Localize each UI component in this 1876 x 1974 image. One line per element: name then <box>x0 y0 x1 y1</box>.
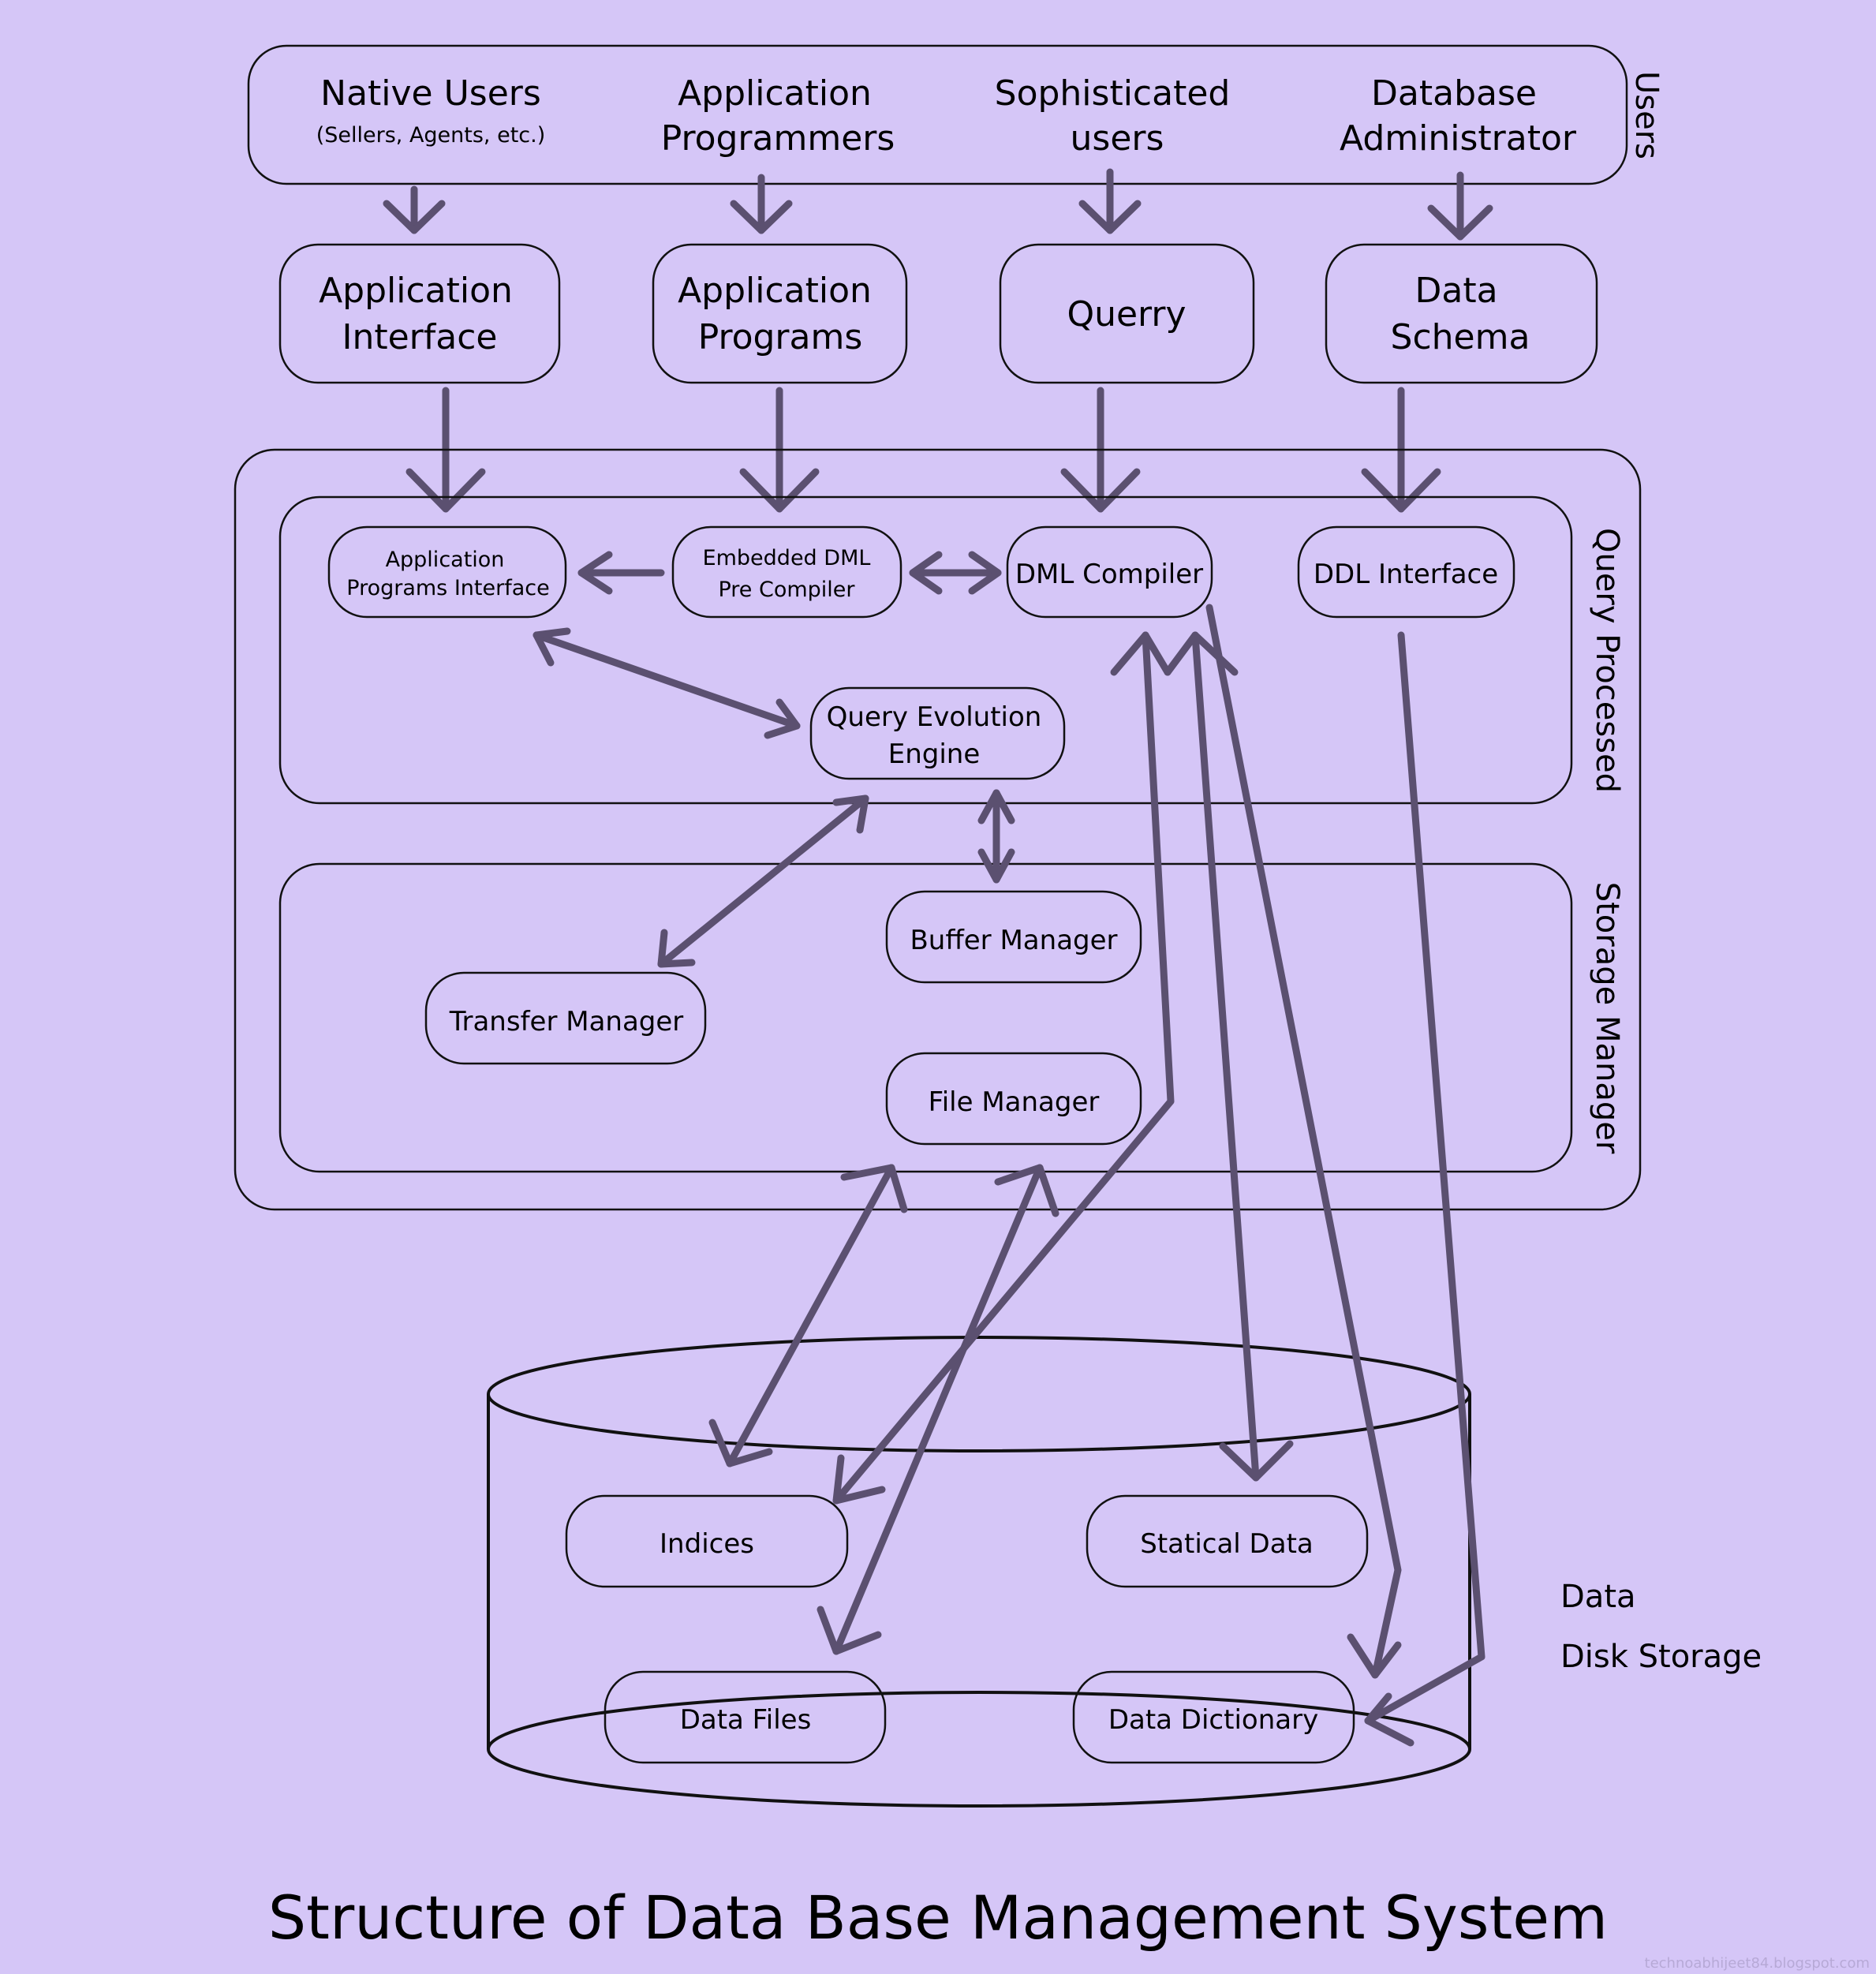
query-engine-box <box>809 686 1066 780</box>
arrows-users-to-interfaces <box>383 168 1493 241</box>
query-engine-line2: Engine <box>888 738 981 770</box>
user-dba-line2: Administrator <box>1340 118 1577 159</box>
ddl-interface-label: DDL Interface <box>1314 559 1498 590</box>
application-programs-box <box>652 243 908 384</box>
query-processor-box <box>278 495 1573 805</box>
transfer-manager-box <box>424 971 707 1065</box>
querry-box <box>999 243 1255 384</box>
disk-storage-cylinder <box>487 1336 1471 1808</box>
file-manager-box <box>885 1052 1142 1146</box>
arrows-to-disk <box>708 604 1485 1747</box>
data-dictionary-label: Data Dictionary <box>1108 1704 1318 1736</box>
file-manager-label: File Manager <box>929 1086 1100 1118</box>
data-files-box <box>604 1670 887 1764</box>
application-programs-line2: Programs <box>698 317 863 357</box>
users-group-label: Users <box>1628 71 1665 159</box>
storage-manager-label: Storage Manager <box>1589 882 1625 1154</box>
embedded-dml-line1: Embedded DML <box>703 546 871 570</box>
user-native-users: Native Users <box>320 73 541 114</box>
embedded-dml-line2: Pre Compiler <box>718 578 855 602</box>
buffer-manager-box <box>885 890 1142 984</box>
app-programs-interface-line1: Application <box>386 548 505 572</box>
data-files-label: Data Files <box>680 1704 812 1736</box>
query-engine-line1: Query Evolution <box>827 701 1042 733</box>
user-sophisticated-line2: users <box>1071 118 1164 159</box>
buffer-manager-label: Buffer Manager <box>910 925 1117 956</box>
data-schema-line1: Data <box>1414 271 1497 311</box>
storage-manager-box <box>278 862 1573 1173</box>
user-dba-line1: Database <box>1371 73 1537 114</box>
query-processor-label: Query Processed <box>1589 528 1625 793</box>
dbms-outer-box <box>234 448 1642 1211</box>
app-programs-interface-line2: Programs Interface <box>346 576 549 600</box>
data-dictionary-box <box>1072 1670 1355 1764</box>
arrows-query-processor <box>533 551 1002 739</box>
data-schema-line2: Schema <box>1391 317 1530 357</box>
application-interface-box <box>278 243 561 384</box>
application-interface-line1: Application <box>319 271 513 311</box>
data-schema-box <box>1325 243 1598 384</box>
application-programs-line1: Application <box>678 271 872 311</box>
embedded-dml-box <box>671 525 902 619</box>
indices-label: Indices <box>660 1528 754 1560</box>
user-native-users-subtitle: (Sellers, Agents, etc.) <box>316 123 546 148</box>
user-sophisticated-line1: Sophisticated <box>995 73 1231 114</box>
disk-storage-label-line2: Disk Storage <box>1560 1639 1762 1675</box>
dml-compiler-box <box>1006 525 1213 619</box>
ddl-interface-box <box>1297 525 1515 619</box>
users-group-box <box>247 44 1628 185</box>
statical-data-label: Statical Data <box>1140 1528 1314 1560</box>
dml-compiler-label: DML Compiler <box>1015 559 1203 590</box>
credit-text: technoabhijeet84.blogspot.com <box>1645 1955 1870 1972</box>
application-interface-line2: Interface <box>342 317 498 357</box>
diagram-title: Structure of Data Base Management System <box>268 1882 1608 1953</box>
transfer-manager-label: Transfer Manager <box>449 1006 684 1037</box>
user-app-programmers-line1: Application <box>678 73 872 114</box>
disk-storage-label-line1: Data <box>1560 1579 1636 1615</box>
indices-box <box>565 1494 849 1588</box>
statical-data-box <box>1086 1494 1369 1588</box>
app-programs-interface-box <box>327 525 567 619</box>
querry-label: Querry <box>1067 294 1186 335</box>
user-app-programmers-line2: Programmers <box>661 118 895 159</box>
arrows-engine-storage <box>657 789 1015 968</box>
